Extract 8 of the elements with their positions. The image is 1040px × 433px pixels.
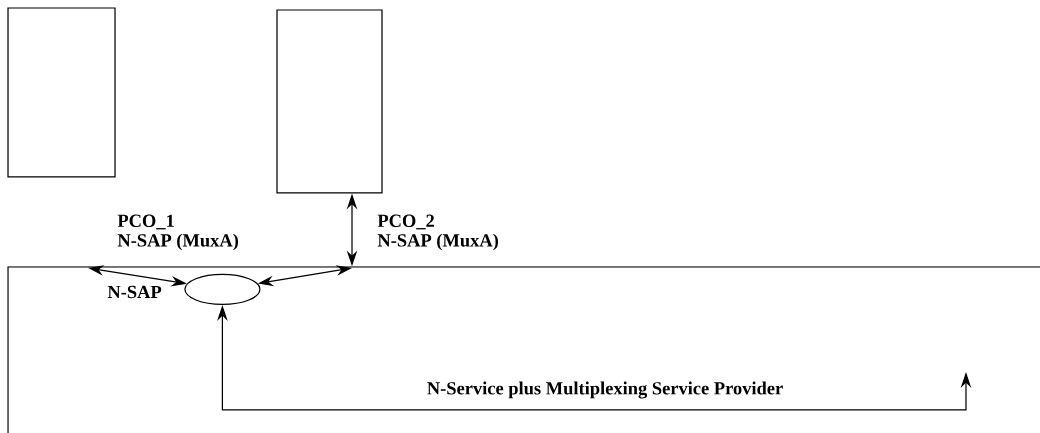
port-label: PCO_2 — [377, 214, 434, 230]
sap-ellipse — [184, 273, 261, 305]
port-label: N-SAP (MuxA) — [117, 233, 238, 251]
node-label: N-SAP — [107, 285, 162, 299]
port-label: N-SAP (MuxA) — [377, 233, 498, 251]
empty-box — [7, 7, 116, 178]
empty-box — [276, 9, 383, 194]
port-label: PCO_1 — [117, 214, 174, 230]
